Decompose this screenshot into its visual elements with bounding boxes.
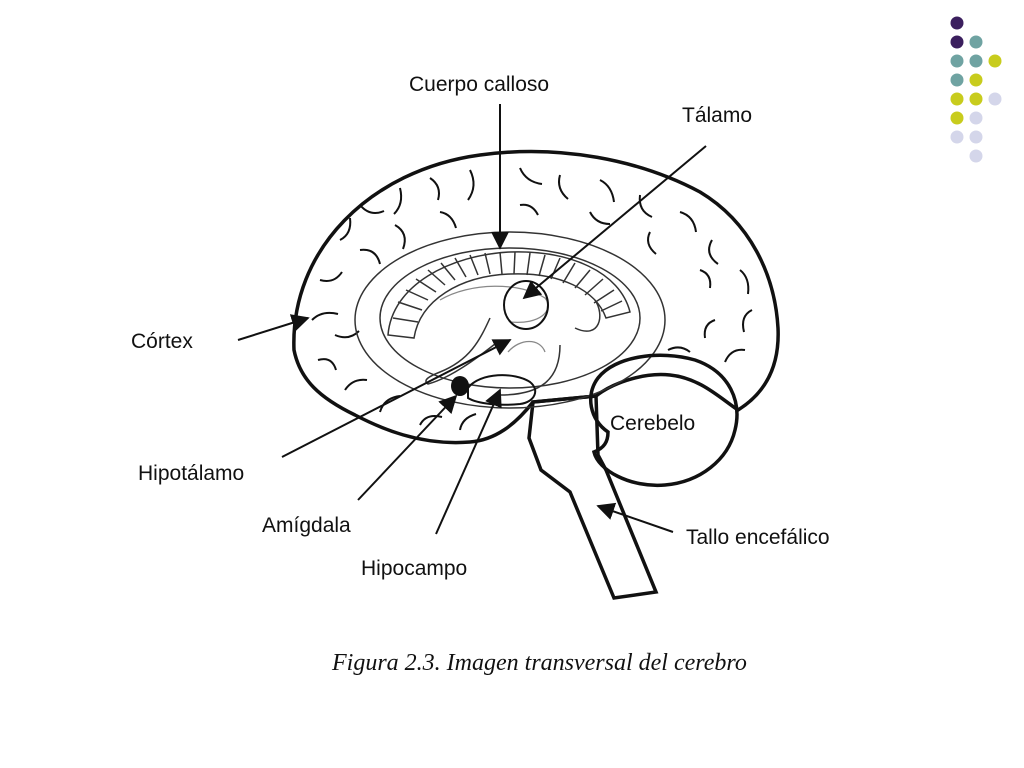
figure-caption: Figura 2.3. Imagen transversal del cereb… <box>331 650 747 676</box>
decorative-dot <box>969 54 983 68</box>
inner-arc <box>499 344 561 396</box>
decorative-dot <box>950 35 964 49</box>
brainstem-shape <box>527 394 659 600</box>
corpus-callosum-shape <box>387 251 631 339</box>
decorative-dot <box>950 16 964 30</box>
limbic-ring-inner <box>379 247 641 389</box>
decorative-dot <box>969 35 983 49</box>
label-hypothalamus: Hipotálamo <box>138 462 244 485</box>
decorative-dot <box>969 130 983 144</box>
hypothalamus-curve <box>507 340 546 353</box>
limbic-ring-outer <box>354 231 666 409</box>
decorative-dot-grid <box>950 16 1002 163</box>
label-cerebellum: Cerebelo <box>610 412 695 435</box>
cerebellum-shape <box>589 353 739 488</box>
label-corpus-callosum: Cuerpo calloso <box>409 73 549 96</box>
fornix-tail <box>425 317 501 385</box>
decorative-dot <box>988 54 1002 68</box>
label-cortex: Córtex <box>131 330 193 353</box>
corpus-callosum-hatching <box>392 251 623 323</box>
leader-lines <box>237 104 707 535</box>
decorative-dot <box>969 111 983 125</box>
hippocampus-shape <box>467 374 537 406</box>
cortex-folds <box>311 167 753 431</box>
label-amygdala: Amígdala <box>262 514 351 537</box>
decorative-dot <box>950 92 964 106</box>
decorative-dot <box>950 111 964 125</box>
decorative-dot <box>950 54 964 68</box>
label-thalamus: Tálamo <box>682 104 752 127</box>
decorative-dot <box>950 73 964 87</box>
amygdala-shape <box>451 376 469 396</box>
decorative-dot <box>950 130 964 144</box>
decorative-dot <box>988 92 1002 106</box>
fornix-curve <box>439 285 549 324</box>
label-hippocampus: Hipocampo <box>361 557 467 580</box>
decorative-dot <box>969 149 983 163</box>
decorative-dot <box>969 73 983 87</box>
label-brainstem: Tallo encefálico <box>686 526 830 549</box>
thalamus-loop <box>574 299 601 332</box>
cerebrum-outline <box>292 149 780 445</box>
decorative-dot <box>969 92 983 106</box>
